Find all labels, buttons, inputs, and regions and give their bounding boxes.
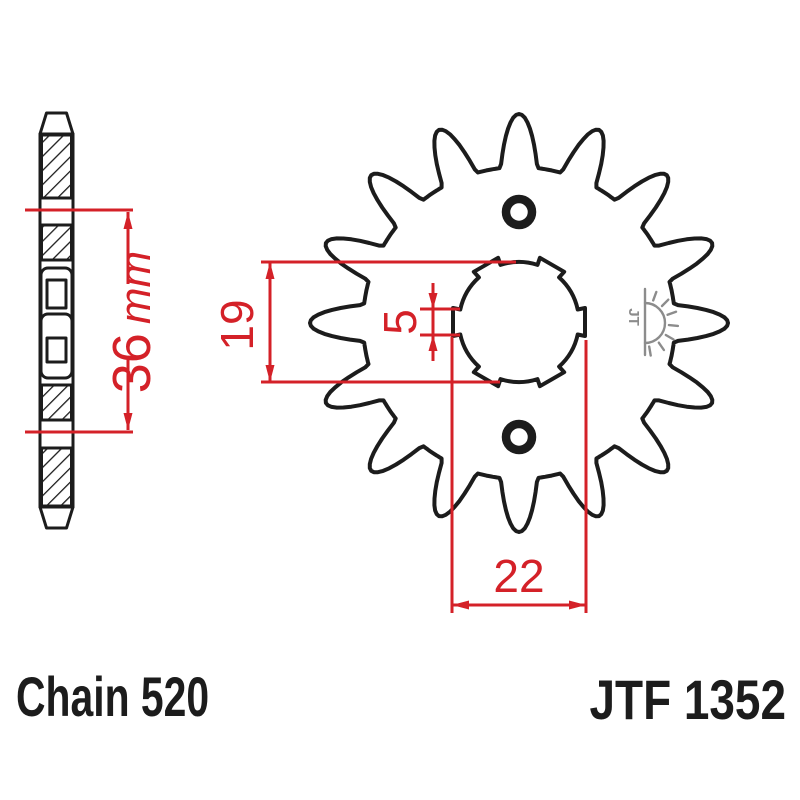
dim-text-5: 5: [374, 309, 426, 335]
dimension-36mm: 36mm: [25, 208, 162, 434]
hub-groove-upper: [45, 278, 68, 310]
arrow-up: [428, 335, 438, 351]
hatch-section-2: [40, 223, 73, 262]
dimension-19: 19: [211, 260, 516, 384]
jt-sunrise-logo: JT: [625, 287, 680, 357]
dim-text-22: 22: [493, 550, 544, 602]
bottom-lightening-hole: [501, 419, 537, 455]
arrow-up: [265, 262, 275, 279]
logo-sun-dome: [643, 301, 667, 345]
arrow-left: [452, 600, 469, 610]
part-number-label: JTF 1352: [590, 669, 786, 731]
side-view-top-tooth-tip: [38, 111, 75, 136]
top-lightening-hole: [501, 194, 537, 230]
side-view: [38, 111, 75, 530]
side-view-bottom-tooth-tip: [38, 505, 75, 530]
hub-groove-lower: [45, 336, 68, 364]
dim-text-19: 19: [211, 299, 263, 350]
logo-jt-text: JT: [625, 308, 642, 326]
hatch-section-1: [40, 133, 73, 200]
logo-sun-rays: [647, 290, 680, 357]
chain-spec-label: Chain 520: [16, 667, 209, 729]
splined-bore-outline: [451, 255, 587, 389]
arrow-up: [123, 212, 133, 229]
front-view: [308, 112, 730, 534]
dimension-22: 22: [450, 337, 588, 613]
arrow-right: [569, 600, 586, 610]
arrow-down: [428, 293, 438, 309]
arrow-down: [265, 365, 275, 382]
dimension-5: 5: [374, 283, 460, 361]
arrow-down: [123, 413, 133, 430]
hatch-section-3: [40, 383, 73, 422]
dim-text-36mm: 36mm: [102, 251, 162, 393]
hatch-section-4: [40, 446, 73, 508]
